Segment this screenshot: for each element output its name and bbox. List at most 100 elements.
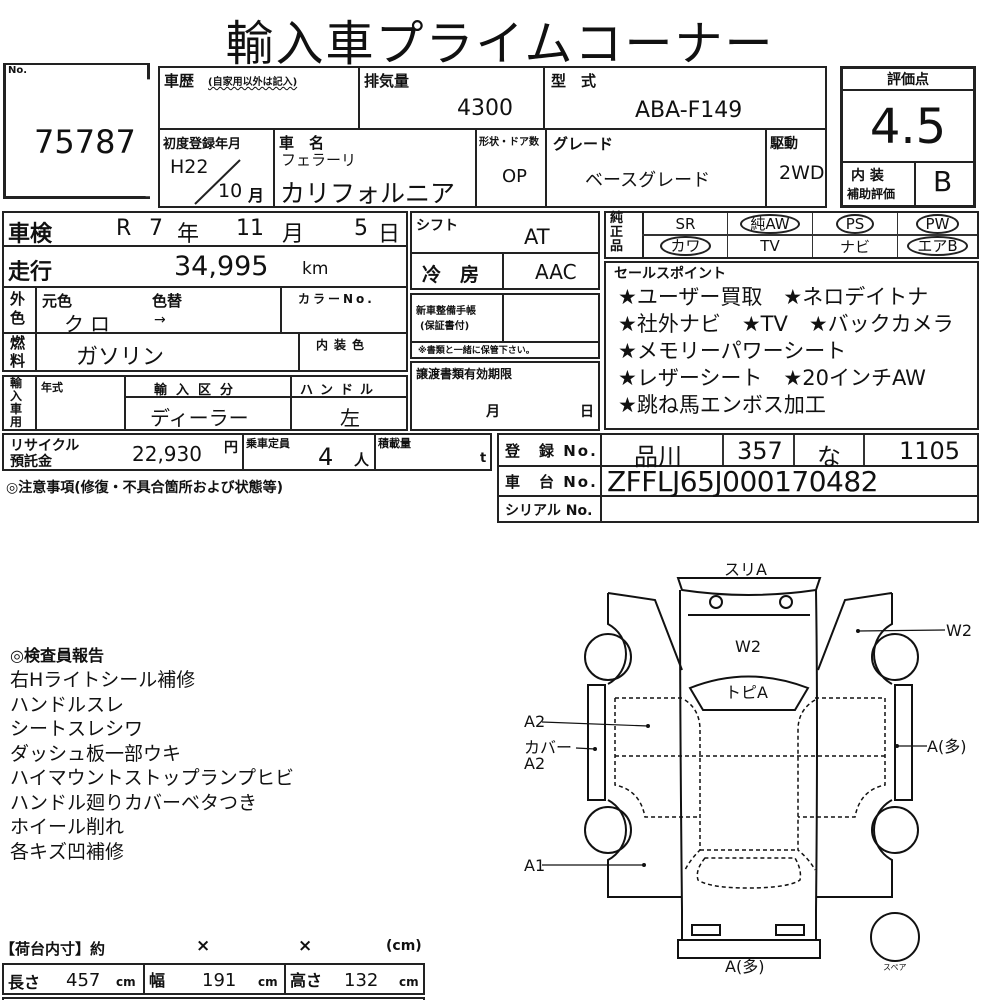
option-genuine-aw: 純AW bbox=[728, 213, 813, 234]
inspector-report: ◎検査員報告 右Hライトシール補修 ハンドルスレ シートスレシワ ダッシュ板一部… bbox=[10, 642, 294, 864]
left-side-panel bbox=[584, 592, 683, 898]
car-name-label: 車 名 bbox=[279, 134, 325, 152]
score-value: 4.5 bbox=[869, 99, 947, 155]
reg-label: 登 録 No. bbox=[505, 442, 598, 460]
reg-class: 357 bbox=[737, 437, 783, 465]
grade-label: グレード bbox=[553, 135, 614, 153]
history-label: 車歴 bbox=[164, 72, 195, 90]
car-damage-diagram: スリA W2 トピA A2 カバー A2 A1 W2 A(多) A(多) スペア bbox=[524, 560, 972, 976]
color-change-label: 色替 bbox=[152, 292, 183, 310]
first-reg-label: 初度登録年月 bbox=[163, 137, 242, 152]
reg-area: 品川 bbox=[634, 443, 682, 471]
transfer-month: 月 bbox=[486, 404, 500, 420]
height-label: 高さ bbox=[290, 971, 323, 990]
car-name-cell: 車 名 フェラーリ カリフォルニア bbox=[273, 128, 477, 208]
sales-points-box: セールスポイント ★ユーザー買取 ★ネロデイトナ ★社外ナビ ★TV ★バックカ… bbox=[604, 261, 979, 430]
transfer-label: 譲渡書類有効期限 bbox=[416, 367, 513, 381]
right-side-panel bbox=[816, 592, 919, 898]
drive-value: 2WD bbox=[779, 162, 825, 184]
fuel-row: 燃料 ガソリン 内装色 bbox=[2, 332, 408, 372]
transfer-cell: 譲渡書類有効期限 月 日 bbox=[410, 361, 600, 431]
report-line: ハンドルスレ bbox=[10, 693, 125, 716]
recycle-sublabel: 預託金 bbox=[10, 454, 52, 470]
cargo-x2: × bbox=[298, 936, 313, 956]
load-label: 積載量 bbox=[378, 437, 411, 450]
displacement-value: 4300 bbox=[457, 96, 513, 121]
windshield-damage: トピA bbox=[725, 683, 768, 702]
roof-damage: W2 bbox=[735, 637, 761, 656]
shift-cell: シフト AT bbox=[410, 211, 600, 254]
capacity-label: 乗車定員 bbox=[246, 437, 290, 450]
sales-point: ★跳ね馬エンボス加工 bbox=[618, 393, 826, 417]
import-type-label: 輸入区分 bbox=[154, 383, 243, 398]
option-leather: カワ bbox=[644, 235, 728, 257]
length-unit: cm bbox=[116, 975, 136, 989]
capacity-value: 4 bbox=[318, 443, 334, 471]
drive-cell: 駆動 2WD bbox=[765, 128, 827, 208]
options-label: 純正品 bbox=[610, 211, 624, 254]
right-skirt-damage: A(多) bbox=[927, 737, 966, 756]
length-label: 長さ bbox=[8, 973, 41, 992]
left-skirt-damage-1: カバー bbox=[524, 738, 572, 757]
width-value: 191 bbox=[202, 970, 237, 991]
sales-point: ★レザーシート ★20インチAW bbox=[618, 366, 926, 390]
inspection-era: R bbox=[116, 216, 132, 241]
option-tv: TV bbox=[728, 235, 813, 257]
ac-value: AAC bbox=[535, 260, 577, 284]
recycle-row: リサイクル 預託金 22,930 円 乗車定員 4 人 積載量 t bbox=[2, 433, 492, 471]
reg-number: 1105 bbox=[899, 437, 961, 465]
handle-value: 左 bbox=[340, 406, 360, 430]
first-reg-month-unit: 月 bbox=[248, 186, 265, 205]
doors-label: 形状・ドア数 bbox=[479, 137, 539, 148]
fuel-label: 燃料 bbox=[10, 334, 26, 370]
sales-points-label: セールスポイント bbox=[614, 266, 726, 282]
ac-label: 冷 房 bbox=[422, 264, 480, 286]
mileage-value: 34,995 bbox=[174, 251, 269, 282]
inspection-day: 5 bbox=[354, 216, 368, 241]
import-type: ディーラー bbox=[150, 406, 249, 430]
maintenance-cell: 新車整備手帳 (保証書付) ※書類と一緒に保管下さい。 bbox=[410, 293, 600, 359]
inspection-year: 7 bbox=[149, 216, 163, 241]
mileage-row: 走行 34,995 km bbox=[2, 245, 408, 288]
recycle-value: 22,930 bbox=[132, 442, 202, 466]
report-line: ハンドル廻りカバーベタつき bbox=[10, 791, 258, 814]
interior-label: 内 装 bbox=[851, 168, 884, 184]
left-fender-damage: A1 bbox=[524, 856, 545, 875]
doors-value: OP bbox=[502, 166, 528, 187]
report-line: ホイール削れ bbox=[10, 816, 125, 838]
lot-box: No. 75787 bbox=[3, 63, 150, 199]
report-line: 右Hライトシール補修 bbox=[10, 669, 196, 691]
mileage-label: 走行 bbox=[8, 260, 53, 285]
height-value: 132 bbox=[344, 970, 379, 991]
capacity-unit: 人 bbox=[354, 451, 370, 469]
report-line: ハイマウントストップランプヒビ bbox=[10, 767, 295, 789]
cargo-x1: × bbox=[196, 936, 211, 956]
first-reg-cell: 初度登録年月 H22 10 月 bbox=[158, 128, 275, 208]
history-note: (自家用以外は記入) bbox=[208, 77, 298, 88]
model-year-label: 年式 bbox=[41, 381, 63, 394]
page-title: 輸入車プライムコーナー bbox=[225, 16, 775, 72]
option-sr: SR bbox=[644, 213, 728, 234]
maintenance-label: 新車整備手帳 bbox=[416, 306, 476, 317]
year-unit: 年 bbox=[177, 222, 200, 247]
color-change: → bbox=[154, 312, 166, 328]
recycle-unit: 円 bbox=[224, 440, 238, 456]
inspection-month: 11 bbox=[236, 216, 264, 241]
grade-value: ベースグレード bbox=[585, 170, 711, 191]
displacement-cell: 排気量 4300 bbox=[358, 66, 545, 130]
width-unit: cm bbox=[258, 975, 278, 989]
chassis-number: ZFFLJ65J000170482 bbox=[607, 465, 878, 498]
day-unit: 日 bbox=[378, 222, 401, 247]
options-box: 純正品 SR 純AW PS PW カワ TV ナビ エアB bbox=[604, 211, 979, 259]
shift-label: シフト bbox=[416, 218, 458, 234]
spare-tire bbox=[870, 912, 920, 962]
height-unit: cm bbox=[399, 975, 419, 989]
score-box: 評価点 4.5 内 装 補助評価 B bbox=[840, 66, 976, 208]
report-line: シートスレシワ bbox=[10, 718, 144, 740]
grade-cell: グレード ベースグレード bbox=[545, 128, 767, 208]
lot-label: No. bbox=[8, 65, 28, 76]
front-damage: A(多) bbox=[725, 957, 764, 976]
import-label: 輸入車用 bbox=[10, 376, 23, 429]
maintenance-sublabel: (保証書付) bbox=[420, 321, 470, 332]
displacement-label: 排気量 bbox=[364, 72, 410, 90]
